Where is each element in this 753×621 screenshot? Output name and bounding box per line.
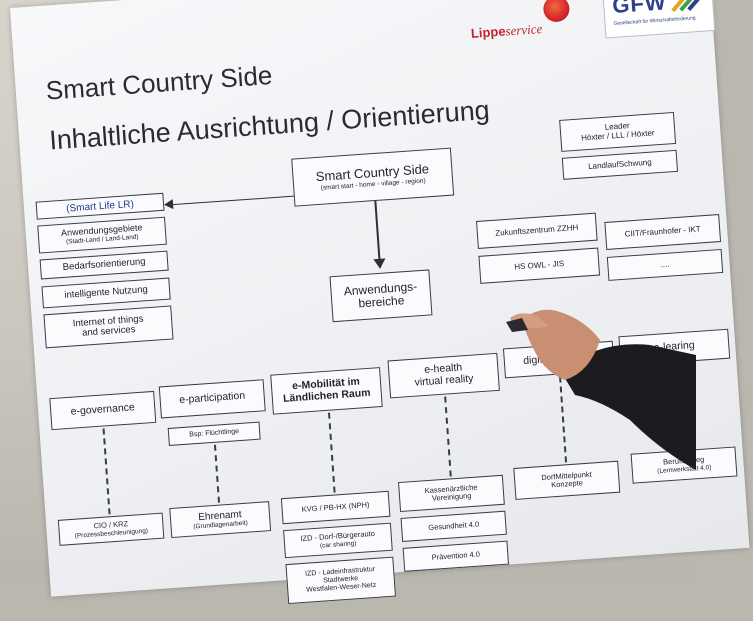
center-box: Smart Country Side (smart start - home -… <box>291 147 455 207</box>
logo-lippe-bold: Lippe <box>470 23 507 41</box>
smart-life-box: (Smart Life LR) <box>35 192 165 220</box>
kvg-box: KVG / PB-HX (NPH) <box>280 490 391 525</box>
empty-box: .... <box>606 248 724 281</box>
dashed-connector <box>102 428 111 515</box>
category-e-health: e-health virtual reality <box>387 352 500 399</box>
ehrenamt-box: Ehrenamt (Grundlagenarbeit) <box>169 501 272 539</box>
arrow-down-icon <box>373 258 387 270</box>
dashed-connector <box>676 364 685 449</box>
izd-dorf-box: IZD - Dorf-/Bürgerauto (car sharing) <box>283 522 393 559</box>
gfw-logo: GFW Gesellschaft für Wirtschaftsförderun… <box>602 0 716 39</box>
category-e-mobilitaet: e-Mobilität im Ländlichen Raum <box>270 367 383 415</box>
arrow-left-icon <box>163 199 174 210</box>
left-item-internet-of-things: Internet of things and services <box>43 305 174 349</box>
left-item-intelligente-nutzung: intelligente Nutzung <box>41 277 171 309</box>
hs-owl-box: HS OWL - JIS <box>478 247 601 284</box>
gesundheit-box: Gesundheit 4.0 <box>400 510 507 542</box>
gfw-logo-text: GFW <box>611 0 668 18</box>
leader-box: Leader Höxter / LLL / Höxter <box>559 111 677 152</box>
izd-dorf-sub: (car sharing) <box>319 539 357 550</box>
bsp-fluechtlinge-box: Bsp: Flüchtlinge <box>167 421 261 446</box>
izd-lade-box: IZD - Ladeinfrastruktur Stadtwerke Westf… <box>285 556 396 605</box>
zukunftszentrum-box: Zukunftszentrum ZZHH <box>475 212 598 249</box>
praevention-box: Prävention 4.0 <box>402 540 510 572</box>
logo-lippe-italic: service <box>504 20 543 39</box>
cio-krz-box: CIO / KRZ (Prozessbeschleunigung) <box>57 512 165 546</box>
dashed-connector <box>328 412 336 493</box>
lippeservice-logo: Lippeservice <box>470 21 542 42</box>
lippe-flower-logo-icon <box>542 0 571 23</box>
dashed-connector <box>213 444 221 503</box>
projection-screen: Lippeservice GFW Gesellschaft für Wirtsc… <box>10 0 750 605</box>
ciit-box: CIIT/Fraunhofer - IKT <box>604 214 722 250</box>
landlauf-box: LandlaufSchwung <box>561 149 679 180</box>
photo-scene: Lippeservice GFW Gesellschaft für Wirtsc… <box>0 0 750 605</box>
slide-subtitle: Inhaltliche Ausrichtung / Orientierung <box>48 94 491 156</box>
connector-left <box>172 195 294 206</box>
cio-sub: (Prozessbeschleunigung) <box>74 527 149 540</box>
dashed-connector <box>444 396 452 477</box>
dorfmittelpunkt-box: DorfMittelpunkt Konzepte <box>513 460 621 500</box>
left-item-bedarfsorientierung: Bedarfsorientierung <box>39 250 169 280</box>
category-e-governance: e-governance <box>49 390 157 431</box>
berufskolleg-box: Berufskolleg (Lernwerkstatt 4.0) <box>630 446 738 484</box>
presentation-slide: Lippeservice GFW Gesellschaft für Wirtsc… <box>10 0 749 605</box>
dashed-connector <box>559 376 568 463</box>
connector-down <box>374 200 381 261</box>
gfw-swoosh-icon <box>671 0 706 13</box>
category-digitale-bildung: digitale Bildung <box>502 340 615 379</box>
category-e-learing: e-learing <box>618 328 731 367</box>
kassen-box: Kassenärztliche Vereinigung <box>398 474 505 513</box>
category-e-participation: e-participation <box>158 379 266 419</box>
slide-title: Smart Country Side <box>44 59 274 106</box>
anwendungsbereiche-box: Anwendungs- bereiche <box>329 269 433 323</box>
left-item-anwendungsgebiete: Anwendungsgebiete (Stadt-Land / Land-Lan… <box>37 216 167 254</box>
